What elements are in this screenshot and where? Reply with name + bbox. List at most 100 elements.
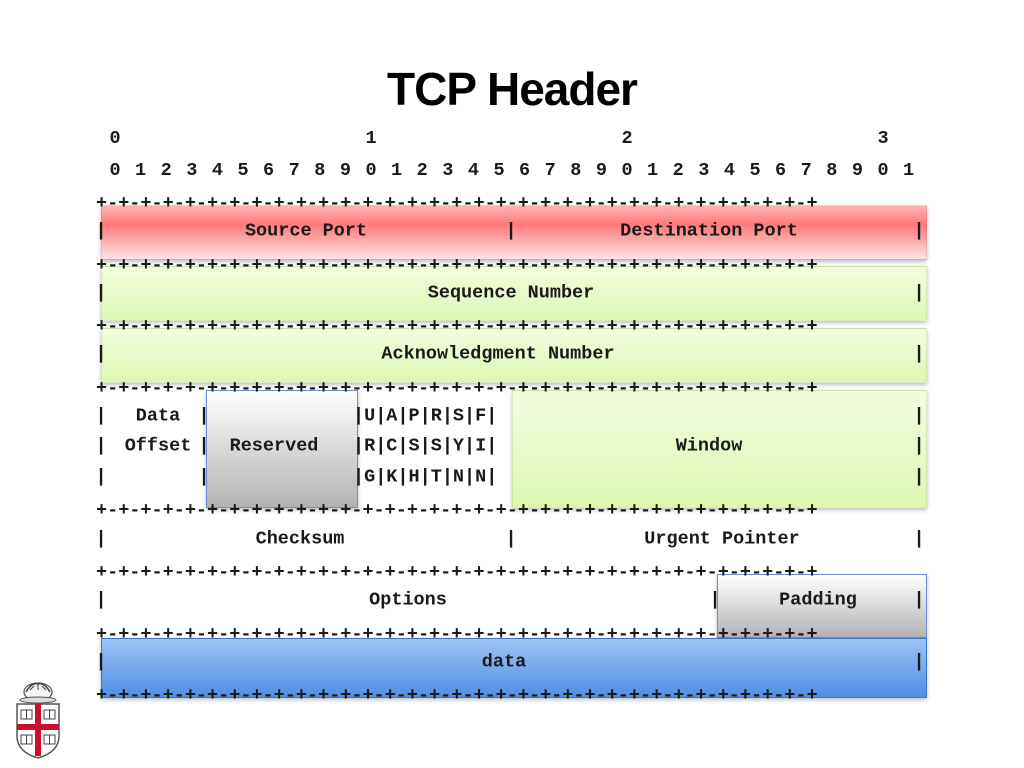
row-separator: | — [913, 343, 925, 365]
bit-units-label: 4 — [211, 160, 223, 181]
row-separator: | — [913, 651, 925, 673]
bit-units-label: 4 — [467, 160, 479, 181]
row-separator: | — [709, 589, 721, 611]
reserved-box — [206, 390, 358, 508]
border-text: +-+-+-+-+-+-+-+-+-+-+-+-+-+-+-+-+-+-+-+-… — [96, 193, 818, 207]
border-line: +-+-+-+-+-+-+-+-+-+-+-+-+-+-+-+-+-+-+-+-… — [96, 378, 928, 392]
urgent-pointer-label: Urgent Pointer — [644, 528, 800, 550]
bit-units-label: 1 — [647, 160, 659, 181]
row-separator: | — [95, 651, 107, 673]
window-box — [512, 390, 927, 508]
border-text: +-+-+-+-+-+-+-+-+-+-+-+-+-+-+-+-+-+-+-+-… — [96, 685, 818, 699]
row-separator: | — [198, 466, 210, 488]
bit-units-label: 5 — [493, 160, 505, 181]
border-line: +-+-+-+-+-+-+-+-+-+-+-+-+-+-+-+-+-+-+-+-… — [96, 255, 928, 269]
bit-units-label: 2 — [160, 160, 172, 181]
row-separator: | — [95, 589, 107, 611]
bit-units-label: 0 — [877, 160, 889, 181]
row-separator: | — [913, 405, 925, 427]
border-line: +-+-+-+-+-+-+-+-+-+-+-+-+-+-+-+-+-+-+-+-… — [96, 316, 928, 330]
row-separator: | — [913, 466, 925, 488]
bit-units-label: 5 — [749, 160, 761, 181]
flags-line-2: |R|C|S|S|Y|I| — [353, 435, 498, 457]
bit-units-label: 0 — [109, 160, 121, 181]
bit-units-label: 6 — [263, 160, 275, 181]
row-separator: | — [95, 466, 107, 488]
row-separator: | — [505, 528, 517, 550]
bit-tens-label: 2 — [621, 128, 633, 149]
border-line: +-+-+-+-+-+-+-+-+-+-+-+-+-+-+-+-+-+-+-+-… — [96, 562, 928, 576]
bit-units-label: 2 — [416, 160, 428, 181]
window-label: Window — [675, 435, 743, 457]
border-text: +-+-+-+-+-+-+-+-+-+-+-+-+-+-+-+-+-+-+-+-… — [96, 500, 818, 514]
bit-units-label: 1 — [903, 160, 915, 181]
row-separator: | — [913, 435, 925, 457]
bit-units-label: 2 — [672, 160, 684, 181]
border-line: +-+-+-+-+-+-+-+-+-+-+-+-+-+-+-+-+-+-+-+-… — [96, 624, 928, 638]
university-shield-icon — [16, 682, 60, 759]
bit-units-label: 9 — [339, 160, 351, 181]
border-line: +-+-+-+-+-+-+-+-+-+-+-+-+-+-+-+-+-+-+-+-… — [96, 193, 928, 207]
flags-line-3: |G|K|H|T|N|N| — [353, 466, 498, 488]
sequence-number-label: Sequence Number — [427, 282, 595, 304]
bit-units-label: 4 — [723, 160, 735, 181]
row-separator: | — [95, 343, 107, 365]
bit-units-label: 0 — [365, 160, 377, 181]
data-label: data — [481, 651, 527, 673]
padding-label: Padding — [779, 589, 857, 611]
border-text: +-+-+-+-+-+-+-+-+-+-+-+-+-+-+-+-+-+-+-+-… — [96, 255, 818, 269]
bit-units-label: 5 — [237, 160, 249, 181]
bit-tens-label: 0 — [109, 128, 121, 149]
bit-units-label: 6 — [775, 160, 787, 181]
source-dest-port-box — [101, 205, 927, 260]
row-separator: | — [198, 435, 210, 457]
bit-units-label: 3 — [442, 160, 454, 181]
acknowledgment-number-box — [101, 328, 927, 383]
border-line: +-+-+-+-+-+-+-+-+-+-+-+-+-+-+-+-+-+-+-+-… — [96, 500, 928, 514]
data-offset-label: Data — [135, 405, 181, 427]
border-text: +-+-+-+-+-+-+-+-+-+-+-+-+-+-+-+-+-+-+-+-… — [96, 316, 818, 330]
bit-units-label: 7 — [288, 160, 300, 181]
border-text: +-+-+-+-+-+-+-+-+-+-+-+-+-+-+-+-+-+-+-+-… — [96, 378, 818, 392]
reserved-label: Reserved — [229, 435, 319, 457]
destination-port-label: Destination Port — [620, 220, 798, 242]
row-separator: | — [95, 528, 107, 550]
row-separator: | — [913, 282, 925, 304]
acknowledgment-number-label: Acknowledgment Number — [381, 343, 615, 365]
row-separator: | — [95, 405, 107, 427]
border-line: +-+-+-+-+-+-+-+-+-+-+-+-+-+-+-+-+-+-+-+-… — [96, 685, 928, 699]
bit-units-label: 3 — [698, 160, 710, 181]
row-separator: | — [95, 435, 107, 457]
bit-units-label: 0 — [621, 160, 633, 181]
bit-units-label: 7 — [800, 160, 812, 181]
bit-units-label: 9 — [851, 160, 863, 181]
row-separator: | — [95, 282, 107, 304]
checksum-label: Checksum — [255, 528, 345, 550]
bit-units-label: 9 — [595, 160, 607, 181]
bit-units-label: 6 — [519, 160, 531, 181]
bit-units-label: 1 — [391, 160, 403, 181]
bit-tens-label: 1 — [365, 128, 377, 149]
sequence-number-box — [101, 266, 927, 321]
flags-line-1: |U|A|P|R|S|F| — [353, 405, 498, 427]
page-title: TCP Header — [387, 63, 638, 115]
source-port-label: Source Port — [244, 220, 368, 242]
row-separator: | — [913, 589, 925, 611]
bit-units-label: 8 — [570, 160, 582, 181]
options-label: Options — [369, 589, 447, 611]
bit-units-label: 8 — [826, 160, 838, 181]
bit-tens-label: 3 — [877, 128, 889, 149]
bit-units-label: 7 — [544, 160, 556, 181]
bit-units-label: 3 — [186, 160, 198, 181]
bit-units-label: 8 — [314, 160, 326, 181]
border-text: +-+-+-+-+-+-+-+-+-+-+-+-+-+-+-+-+-+-+-+-… — [96, 562, 818, 576]
row-separator: | — [913, 528, 925, 550]
row-separator: | — [913, 220, 925, 242]
bit-units-label: 1 — [135, 160, 147, 181]
padding-box — [717, 574, 927, 638]
row-separator: | — [95, 220, 107, 242]
border-text: +-+-+-+-+-+-+-+-+-+-+-+-+-+-+-+-+-+-+-+-… — [96, 624, 818, 638]
data-box — [101, 638, 927, 698]
data-offset-label: Offset — [124, 435, 192, 457]
row-separator: | — [505, 220, 517, 242]
